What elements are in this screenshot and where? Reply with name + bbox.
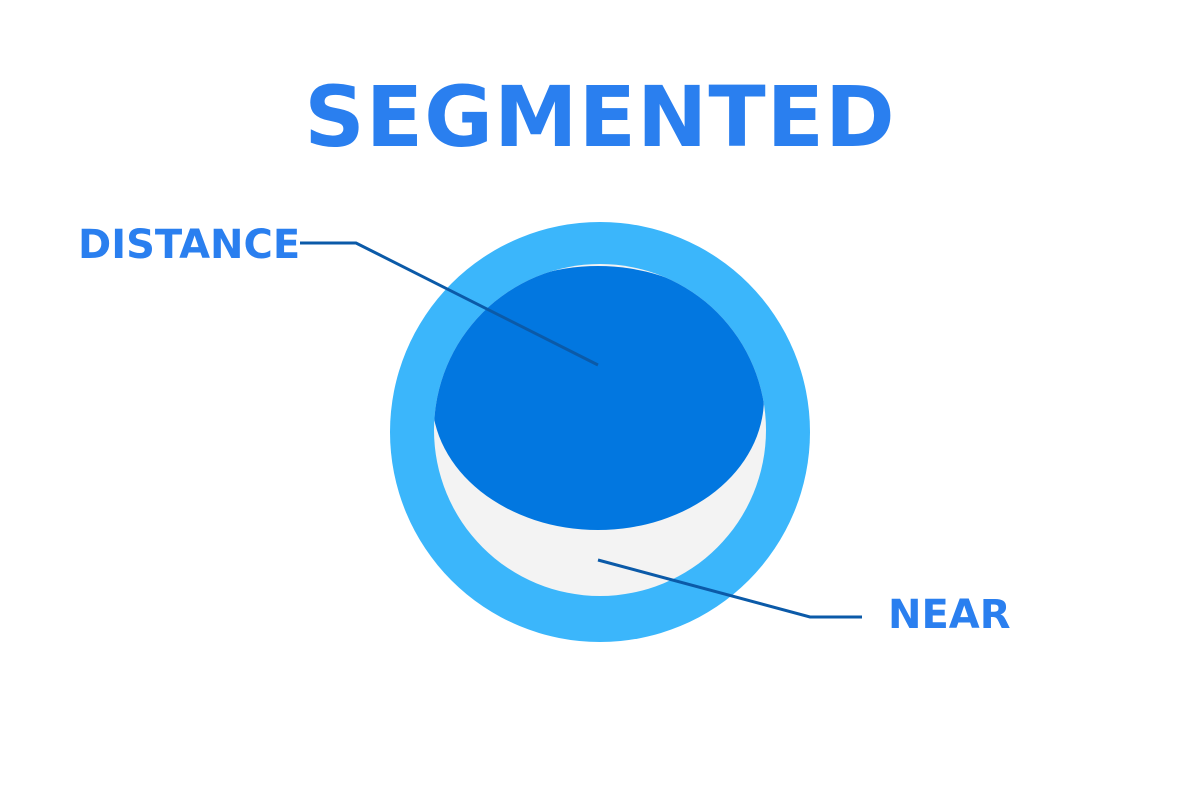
page-title: SEGMENTED [304, 68, 896, 166]
distance-zone [434, 266, 764, 530]
distance-leader-line [300, 241, 599, 367]
distance-label: DISTANCE [78, 222, 300, 268]
near-label: NEAR [888, 592, 1011, 638]
near-leader-line [597, 558, 862, 619]
